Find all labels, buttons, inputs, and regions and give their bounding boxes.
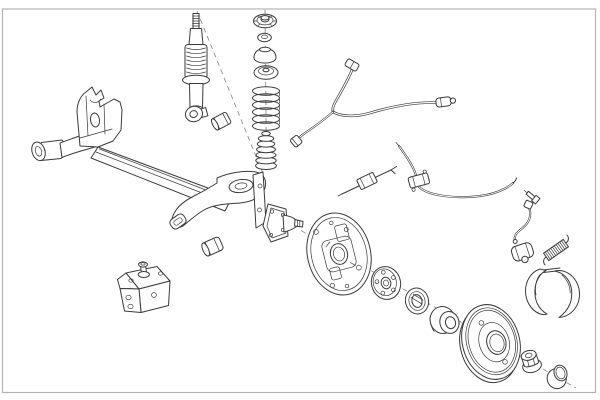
hub-flange (370, 266, 402, 300)
wheel-cylinder (510, 242, 534, 264)
damper-bushing (210, 111, 232, 131)
axle-beam (31, 86, 267, 230)
shock-leader-line (196, 10, 265, 177)
brake-backing-plate (306, 212, 372, 296)
frame-border (1, 8, 597, 394)
rear-brake-cable (395, 142, 517, 199)
parking-brake-cable (289, 58, 457, 148)
spring-seat (253, 65, 279, 80)
brake-drum (459, 304, 521, 384)
washer (257, 32, 272, 43)
axle-pivot-bushing (201, 236, 224, 257)
coil-spring (252, 86, 280, 131)
brake-pipe (512, 199, 534, 244)
brake-shoe-set (525, 267, 580, 318)
cable-adjuster-rod (337, 166, 397, 197)
shaft-seal (404, 287, 430, 315)
dust-cap (546, 364, 568, 390)
rubber-bushing (253, 46, 277, 64)
hub-nut (520, 349, 542, 374)
bleeder-screw (523, 189, 541, 205)
shoe-return-spring (543, 234, 569, 266)
wheel-bearing (429, 306, 460, 334)
strut-mount (253, 13, 277, 29)
stub-axle (262, 203, 304, 243)
mounting-bracket (117, 261, 171, 313)
bump-stop-boot (255, 131, 277, 171)
shock-absorber (182, 13, 210, 123)
